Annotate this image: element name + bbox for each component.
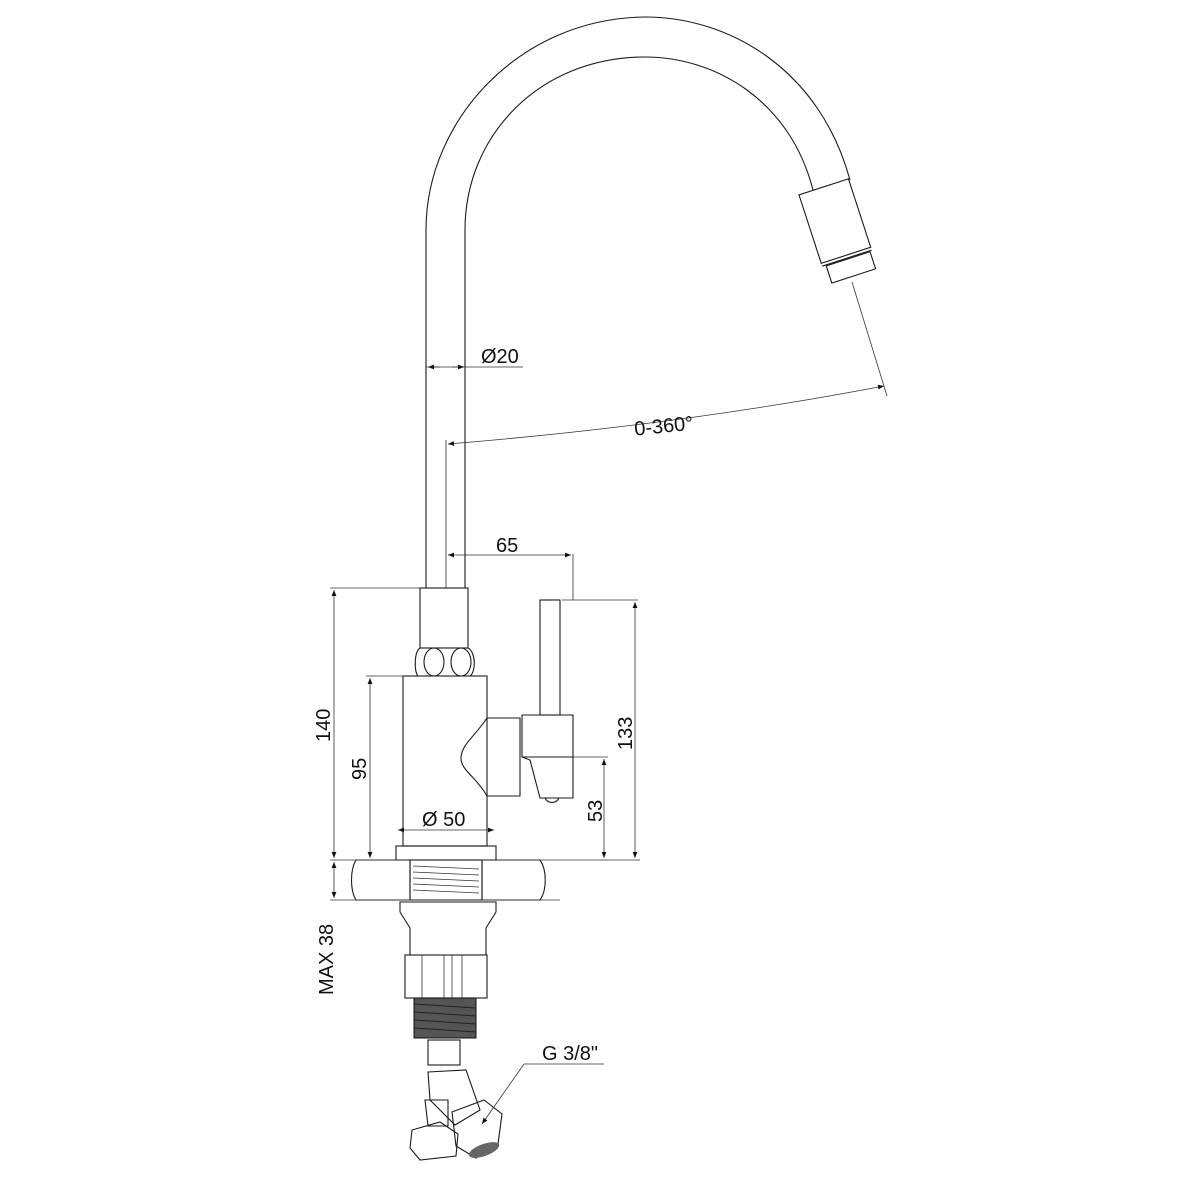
dim-label-handle-offset: 65 xyxy=(496,535,518,557)
dim-base-diameter: Ø 50 xyxy=(398,809,494,833)
dim-handle-offset: 65 xyxy=(448,535,574,600)
dim-handle-height: 133 xyxy=(562,599,638,858)
countertop-section xyxy=(330,859,640,901)
dim-label-total-height: 140 xyxy=(313,709,335,742)
dim-label-base-diameter: Ø 50 xyxy=(422,809,465,831)
mounting-hardware xyxy=(399,901,497,1039)
dim-spout-diameter: Ø20 xyxy=(426,346,523,370)
dim-total-height: 140 xyxy=(313,587,420,858)
dim-body-height: 95 xyxy=(349,675,403,858)
dim-max-countertop: MAX 38 xyxy=(316,862,338,995)
lever-handle xyxy=(521,599,574,804)
dim-label-swivel-angle: 0-360° xyxy=(633,413,694,441)
aerator xyxy=(798,178,877,284)
dim-pivot-height: 53 xyxy=(573,756,608,858)
dim-label-spout-diameter: Ø20 xyxy=(481,346,519,368)
leader-hose-thread: G 3/8" xyxy=(481,1043,604,1125)
dim-label-pivot-height: 53 xyxy=(585,800,607,822)
dim-label-max-countertop: MAX 38 xyxy=(316,924,338,995)
dim-label-body-height: 95 xyxy=(349,758,371,780)
spout xyxy=(425,16,851,588)
dim-label-hose-thread: G 3/8" xyxy=(542,1043,598,1065)
supply-hose xyxy=(409,1039,503,1161)
dim-label-handle-height: 133 xyxy=(615,717,637,750)
